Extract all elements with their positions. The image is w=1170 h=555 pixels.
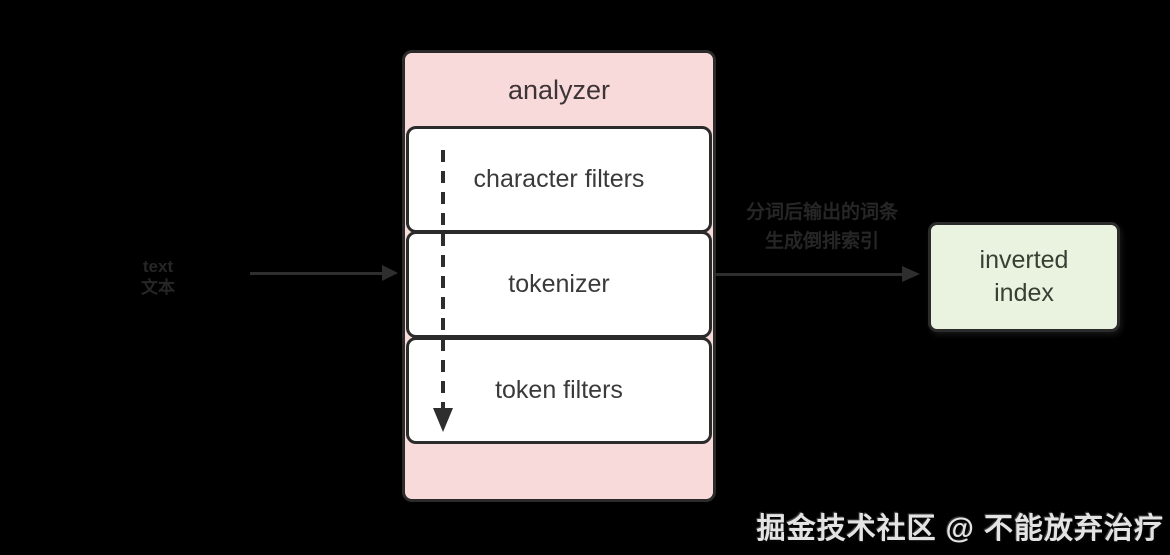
output-arrow bbox=[714, 273, 904, 276]
stage-tokenizer-label: tokenizer bbox=[508, 270, 610, 298]
input-arrow bbox=[250, 272, 384, 275]
pipeline-dashed-arrow bbox=[441, 150, 445, 408]
input-arrowhead-icon bbox=[382, 265, 398, 281]
stage-character-filters: character filters bbox=[406, 126, 712, 233]
inverted-index-box: inverted index bbox=[928, 222, 1120, 332]
stage-token-filters: token filters bbox=[406, 337, 712, 444]
analyzer-title: analyzer bbox=[507, 75, 611, 105]
output-arrowhead-icon bbox=[902, 266, 920, 282]
output-caption-line2: 生成倒排索引 bbox=[764, 231, 879, 252]
watermark: 掘金技术社区 @ 不能放弃治疗 bbox=[756, 513, 1164, 545]
output-caption: 分词后输出的词条 生成倒排索引 bbox=[722, 198, 922, 256]
input-text-label: text 文本 bbox=[108, 256, 208, 298]
input-text-line1: text bbox=[142, 257, 174, 276]
pipeline-arrowhead-icon bbox=[433, 408, 453, 432]
analyzer-container: analyzer character filters tokenizer tok… bbox=[402, 50, 716, 502]
input-text-line2: 文本 bbox=[141, 278, 175, 297]
inverted-index-line1: inverted bbox=[979, 246, 1069, 274]
inverted-index-line2: index bbox=[994, 279, 1054, 307]
output-caption-line1: 分词后输出的词条 bbox=[745, 202, 898, 223]
stage-tokenizer: tokenizer bbox=[406, 231, 712, 338]
stage-character-filters-label: character filters bbox=[473, 165, 645, 193]
stage-token-filters-label: token filters bbox=[495, 376, 623, 404]
